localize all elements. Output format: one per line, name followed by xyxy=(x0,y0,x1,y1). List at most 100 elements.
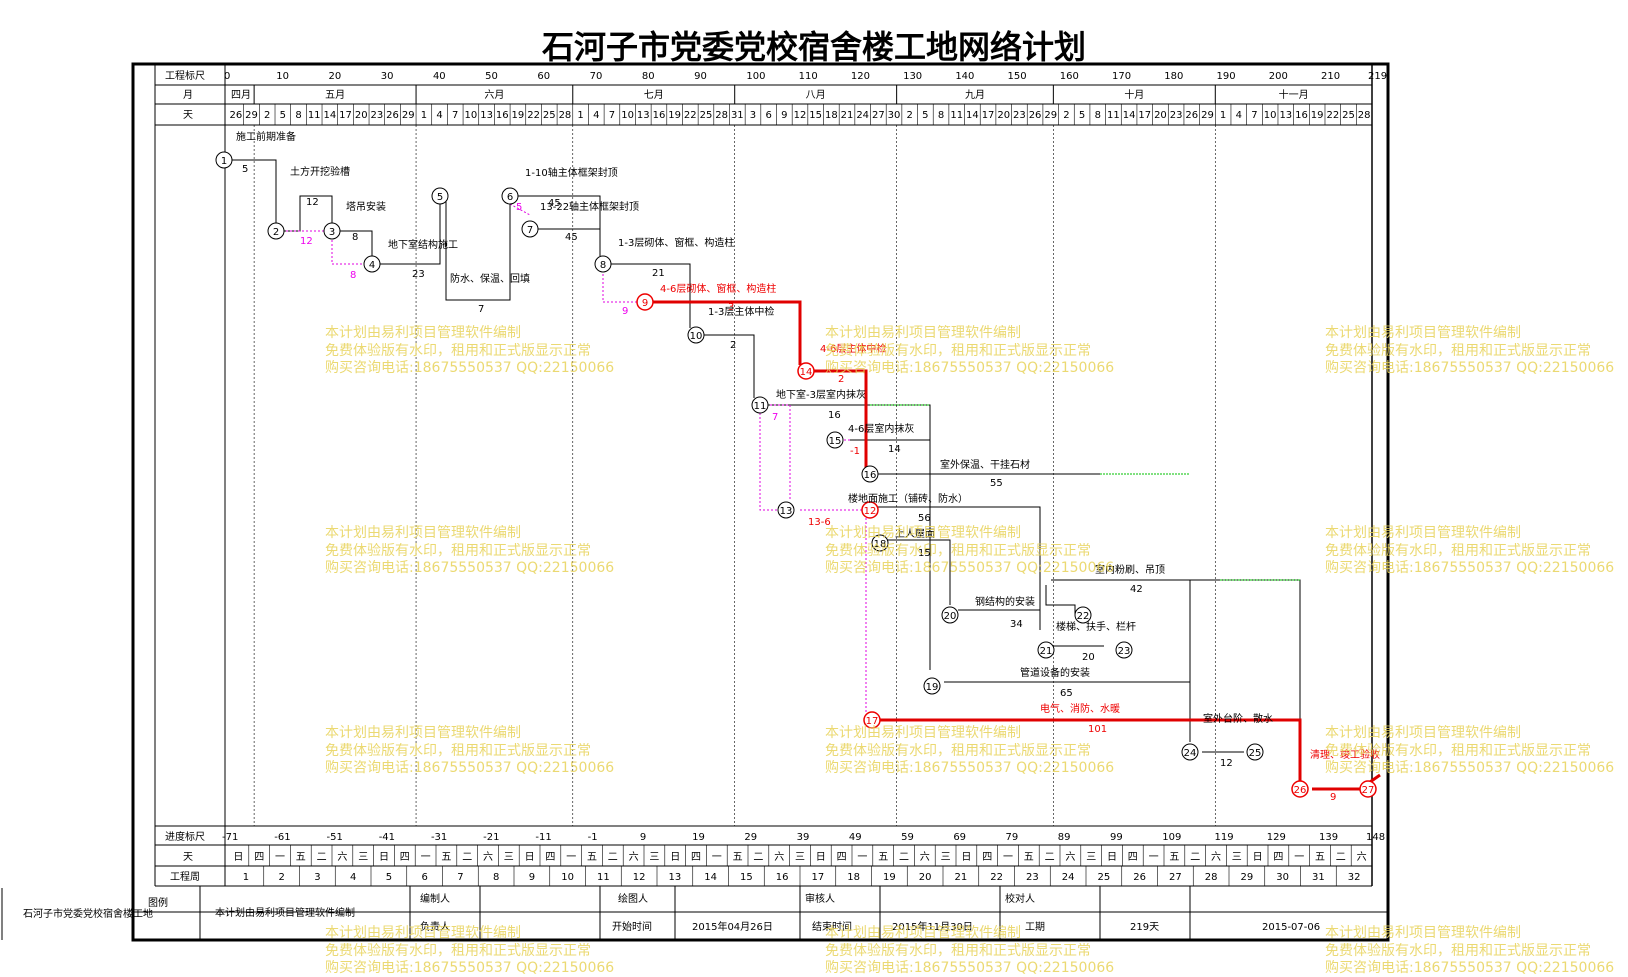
month-cell: 八月 xyxy=(806,89,826,101)
watermark-line: 本计划由易利项目管理软件编制 xyxy=(325,725,521,741)
watermark-line: 免费体验版有水印，租用和正式版显示正常 xyxy=(325,943,591,959)
day-cell: 20 xyxy=(997,110,1010,121)
dummy-label: 7 xyxy=(772,412,778,423)
day-cell: 18 xyxy=(825,110,838,121)
task-name: 4-6层主体中检 xyxy=(820,342,886,355)
weekday-cell: 三 xyxy=(504,852,514,863)
progress-tick: -21 xyxy=(483,832,499,843)
month-cell: 七月 xyxy=(644,89,664,101)
week-cell: 26 xyxy=(1133,872,1146,883)
node-circle xyxy=(521,220,539,238)
watermark-line: 购买咨询电话:18675550537 QQ:22150066 xyxy=(325,360,614,376)
progress-tick: -71 xyxy=(222,832,238,843)
week-cell: 3 xyxy=(314,872,320,883)
weekday-cell: 四 xyxy=(400,852,410,863)
week-cell: 10 xyxy=(561,872,574,883)
progress-tick: 129 xyxy=(1267,832,1286,843)
weekday-cell: 二 xyxy=(1336,852,1346,863)
week-cell: 15 xyxy=(740,872,753,883)
dummy-label: 9 xyxy=(622,306,628,317)
weekday-cell: 六 xyxy=(1211,851,1221,863)
task-name: 电气、消防、水暖 xyxy=(1040,702,1120,715)
watermark-line: 免费体验版有水印，租用和正式版显示正常 xyxy=(325,743,591,759)
week-cell: 12 xyxy=(633,872,646,883)
watermark-line: 本计划由易利项目管理软件编制 xyxy=(825,525,1021,541)
weekday-cell: 三 xyxy=(1086,852,1096,863)
node-number: 3 xyxy=(329,227,335,238)
day-cell: 13 xyxy=(1279,110,1292,121)
task-duration: 8 xyxy=(352,232,358,243)
week-cell: 32 xyxy=(1348,872,1361,883)
scale-tick: 130 xyxy=(903,71,922,82)
node-number: 2 xyxy=(273,227,279,238)
node-circle xyxy=(431,187,449,205)
week-cell: 21 xyxy=(955,872,968,883)
task-name: 塔吊安装 xyxy=(346,200,386,213)
dummy-label: -1 xyxy=(850,446,860,457)
node-circle xyxy=(1074,606,1092,624)
node-circle xyxy=(751,396,769,414)
node-number: 7 xyxy=(527,225,533,236)
day-cell: 4 xyxy=(593,110,599,121)
weekday-cell: 六 xyxy=(337,851,347,863)
day-cell: 29 xyxy=(1201,110,1214,121)
node-circle xyxy=(826,431,844,449)
task-name: 土方开挖验槽 xyxy=(290,165,350,178)
weekday-cell: 五 xyxy=(1315,852,1325,863)
weekday-cell: 二 xyxy=(608,852,618,863)
week-cell: 31 xyxy=(1312,872,1325,883)
watermark-line: 免费体验版有水印，租用和正式版显示正常 xyxy=(325,543,591,559)
month-cell: 六月 xyxy=(484,89,504,101)
day-label: 天 xyxy=(183,110,193,121)
day-cell: 7 xyxy=(452,110,458,121)
task-name: 地下室-3层室内抹灰 xyxy=(776,388,866,401)
dummy-label: 5 xyxy=(516,202,522,213)
week-cell: 4 xyxy=(350,872,356,883)
week-cell: 25 xyxy=(1098,872,1111,883)
day-cell: 19 xyxy=(1311,110,1324,121)
weekday-cell: 一 xyxy=(566,852,576,863)
day-cell: 4 xyxy=(1236,110,1242,121)
week-cell: 5 xyxy=(386,872,392,883)
task-name: 钢结构的安装 xyxy=(975,595,1035,608)
node-number: 11 xyxy=(754,401,767,412)
week-cell: 28 xyxy=(1205,872,1218,883)
progress-tick: -31 xyxy=(431,832,447,843)
watermark-line: 购买咨询电话:18675550537 QQ:22150066 xyxy=(325,960,614,976)
week-cell: 9 xyxy=(529,872,535,883)
scale-label: 工程标尺 xyxy=(165,70,205,82)
node-number: 18 xyxy=(874,539,887,550)
watermark-line: 本计划由易利项目管理软件编制 xyxy=(825,925,1021,941)
progress-tick: -51 xyxy=(326,832,342,843)
duration-value: 219天 xyxy=(1130,922,1159,933)
weekday-cell: 四 xyxy=(982,852,992,863)
scale-tick: 100 xyxy=(746,71,765,82)
node-number: 5 xyxy=(437,192,443,203)
week-cell: 14 xyxy=(704,872,717,883)
node-number: 19 xyxy=(926,682,939,693)
week-cell: 24 xyxy=(1062,872,1075,883)
node-number: 1 xyxy=(221,156,227,167)
progress-tick: 109 xyxy=(1162,832,1181,843)
end-label: 结束时间 xyxy=(812,920,852,933)
month-cells: 四月五月六月七月八月九月十月十一月 xyxy=(231,85,1373,104)
node-number: 20 xyxy=(944,611,957,622)
day-cell: 6 xyxy=(765,110,771,121)
scale-tick: 70 xyxy=(590,71,603,82)
weekday-cell: 三 xyxy=(649,852,659,863)
task-duration: 34 xyxy=(1010,619,1023,630)
day-cell: 1 xyxy=(577,110,583,121)
day-cell: 21 xyxy=(841,110,854,121)
weekday-cell: 一 xyxy=(421,852,431,863)
weekday-cell: 四 xyxy=(691,852,701,863)
progress-tick: -61 xyxy=(274,832,290,843)
watermark-line: 本计划由易利项目管理软件编制 xyxy=(1325,925,1521,941)
task-duration: 3 xyxy=(728,302,734,313)
task-duration: 23 xyxy=(412,269,425,280)
watermark-line: 本计划由易利项目管理软件编制 xyxy=(325,925,521,941)
